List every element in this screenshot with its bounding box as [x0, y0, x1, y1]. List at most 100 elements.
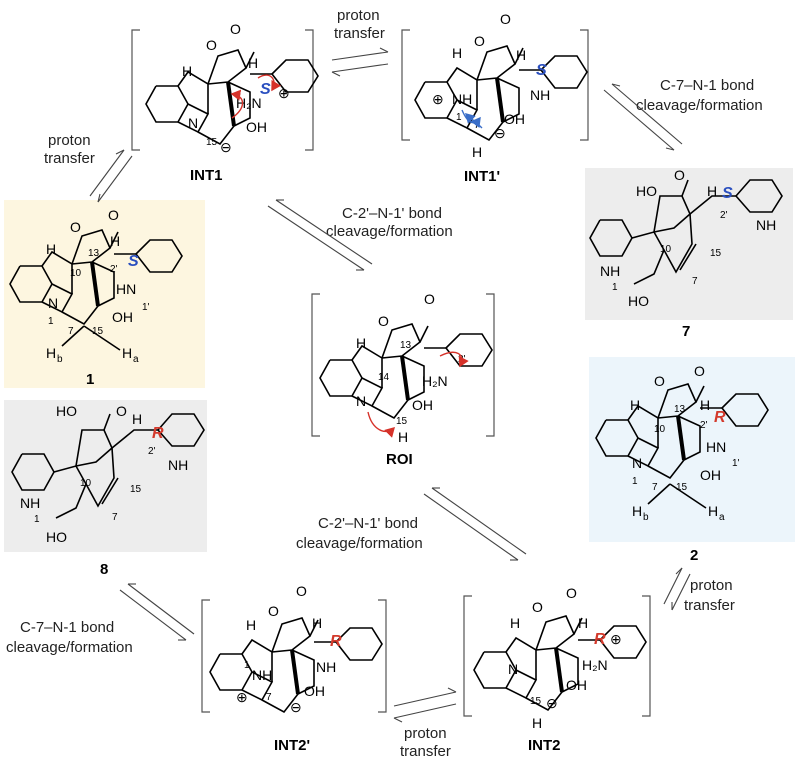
atom-o-lactone: O [532, 599, 543, 615]
atom-o-carbonyl: O [694, 363, 705, 379]
atom-nh: NH [316, 659, 336, 675]
charge-minus: ⊖ [546, 695, 558, 711]
atom-ho: HO [636, 183, 657, 199]
num-1p: 1' [732, 458, 740, 469]
atom-nh-plus: NH [452, 91, 472, 107]
label-pt-top-2: transfer [334, 25, 385, 42]
num-7: 7 [652, 482, 658, 493]
structure-compound-1: O O H H S 2' 13 10 HN 1' N 1 7 15 OH H b… [8, 207, 184, 388]
charge-plus: ⊕ [610, 631, 622, 647]
label-c2n1-mid-2: cleavage/formation [326, 223, 453, 240]
atom-h: H [110, 233, 120, 249]
num-10: 10 [654, 424, 666, 435]
structure-compound-8: O HO H R 2' NH NH 1 10 15 7 HO 8 [11, 403, 205, 578]
atom-o-carbonyl: O [108, 207, 119, 223]
arrow-c2n1-middle: C-2'–N-1' bond cleavage/formation [267, 199, 453, 271]
arrow-proton-transfer-bottom: proton transfer [393, 687, 457, 760]
arrow-proton-transfer-top: proton transfer [331, 7, 389, 77]
num-10: 10 [660, 244, 672, 255]
charge-minus: ⊖ [220, 139, 232, 155]
atom-h: H [700, 397, 710, 413]
atom-h: H [630, 397, 640, 413]
charge-minus: ⊖ [290, 699, 302, 715]
label-int2: INT2 [528, 737, 561, 754]
atom-ha-sub: a [719, 512, 725, 523]
label-pt-left-2: transfer [44, 150, 95, 167]
num-15: 15 [676, 482, 688, 493]
label-compound-2: 2 [690, 547, 698, 564]
num-15: 15 [130, 484, 142, 495]
atom-nh: NH [530, 87, 550, 103]
panel-compound-8 [4, 400, 207, 552]
atom-o-lactone: O [70, 219, 81, 235]
atom-hb: H [46, 345, 56, 361]
atom-o-carbonyl: O [674, 167, 685, 183]
atom-h: H [182, 63, 192, 79]
stereo-r: R [152, 425, 164, 442]
atom-h2n: H₂N [582, 657, 608, 673]
atom-oh: OH [412, 397, 433, 413]
atom-n: N [356, 393, 366, 409]
label-int1-prime: INT1' [464, 168, 500, 185]
label-c7n1-tr-2: cleavage/formation [636, 97, 763, 114]
num-10: 10 [70, 268, 82, 279]
stereo-r: R [594, 631, 606, 648]
label-pt-right: proton [690, 577, 733, 594]
atom-n: N [508, 661, 518, 677]
atom-oh: OH [700, 467, 721, 483]
atom-nh: NH [600, 263, 620, 279]
num-7: 7 [112, 512, 118, 523]
structure-int1-prime: O O H H S NH ⊕ NH 1 7 OH ⊖ H INT1' [401, 11, 589, 185]
atom-o-lactone: O [474, 33, 485, 49]
atom-h: H [132, 411, 142, 427]
panel-compound-1 [4, 200, 205, 388]
label-int2-prime: INT2' [274, 737, 310, 754]
atom-h: H [46, 241, 56, 257]
charge-plus: ⊕ [432, 91, 444, 107]
atom-nh: NH [168, 457, 188, 473]
num-15: 15 [206, 137, 218, 148]
num-13: 13 [674, 404, 686, 415]
label-pt-bottom-2: transfer [400, 743, 451, 760]
num-2p: 2' [148, 446, 156, 457]
atom-h: H [246, 617, 256, 633]
num-15: 15 [710, 248, 722, 259]
atom-o-lactone: O [654, 373, 665, 389]
atom-ha: H [122, 345, 132, 361]
charge-plus: ⊕ [236, 689, 248, 705]
label-c7n1-bl-2: cleavage/formation [6, 639, 133, 656]
structure-compound-7: O HO H S 2' NH NH 1 10 15 7 HO 7 [589, 167, 783, 340]
atom-ho: HO [628, 293, 649, 309]
num-7: 7 [266, 692, 272, 703]
atom-hb-sub: b [643, 512, 649, 523]
atom-o-carbonyl: O [500, 11, 511, 27]
atom-oh: OH [566, 677, 587, 693]
atom-h: H [707, 183, 717, 199]
atom-h: H [578, 615, 588, 631]
arrow-c7n1-top-right: C-7–N-1 bond cleavage/formation [603, 77, 763, 151]
atom-ha: H [708, 503, 718, 519]
atom-o-carbonyl: O [116, 403, 127, 419]
label-c7n1-tr: C-7–N-1 bond [660, 77, 754, 94]
structure-roi: O O H 13 2' H₂N 14 N OH 15 H ROI [311, 291, 495, 468]
atom-nh-plus: NH [252, 667, 272, 683]
stereo-r: R [330, 633, 342, 650]
num-14: 14 [378, 372, 390, 383]
structure-int2-prime: O O H H R NH 1 NH ⊕ 7 OH ⊖ INT2' [201, 583, 387, 754]
stereo-s: S [128, 253, 139, 270]
atom-nh: NH [756, 217, 776, 233]
label-pt-bottom: proton [404, 725, 447, 742]
atom-oh: OH [112, 309, 133, 325]
atom-n: N [632, 455, 642, 471]
atom-h2n: H₂N [422, 373, 448, 389]
atom-o-carbonyl: O [230, 21, 241, 37]
atom-o-carbonyl: O [424, 291, 435, 307]
num-1: 1 [456, 112, 462, 123]
atom-o-lactone: O [378, 313, 389, 329]
atom-hb: H [632, 503, 642, 519]
structure-int1: O O H H S H₂N ⊕ N OH 15 ⊖ INT1 [131, 21, 320, 184]
atom-oh: OH [246, 119, 267, 135]
atom-h: H [452, 45, 462, 61]
num-1: 1 [612, 282, 618, 293]
